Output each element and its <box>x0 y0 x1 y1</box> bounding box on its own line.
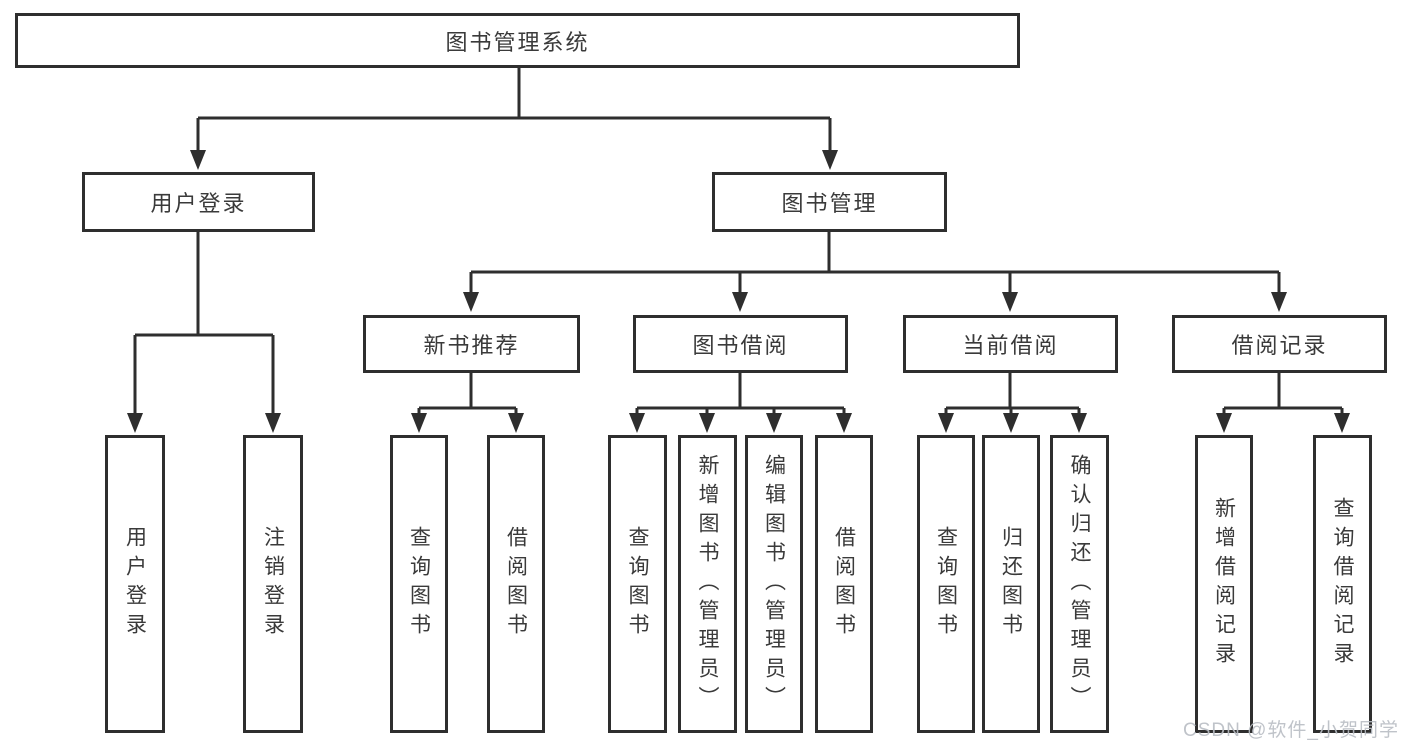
node-book-management-label: 图书管理 <box>781 191 878 216</box>
node-root-label: 图书管理系统 <box>445 29 590 55</box>
node-current-borrow-label: 当前借阅 <box>962 333 1059 358</box>
leaf-borrow-query-books: 查询图书 <box>608 435 667 733</box>
connector-current <box>944 373 1081 417</box>
leaf-recommend-query-books-label: 查询图书 <box>407 526 431 642</box>
node-book-management: 图书管理 <box>712 172 947 232</box>
node-new-book-recommend: 新书推荐 <box>363 315 580 373</box>
node-user-login-label: 用户登录 <box>150 191 247 216</box>
leaf-borrow-books: 借阅图书 <box>815 435 873 733</box>
leaf-borrow-query-books-label: 查询图书 <box>626 526 649 642</box>
connector-root <box>196 67 832 154</box>
leaf-current-query-books: 查询图书 <box>917 435 975 733</box>
node-user-login: 用户登录 <box>82 172 315 232</box>
node-new-book-recommend-label: 新书推荐 <box>423 333 520 358</box>
csdn-watermark: CSDN @软件_小贺同学 <box>1183 720 1399 741</box>
leaf-edit-books-admin-label: 编辑图书（管理员） <box>762 453 786 715</box>
leaf-user-login-label: 用户登录 <box>123 526 147 642</box>
connector-records <box>1222 373 1344 417</box>
leaf-add-books-admin-label: 新增图书（管理员） <box>696 453 719 715</box>
leaf-query-borrow-record: 查询借阅记录 <box>1313 435 1372 733</box>
leaf-recommend-borrow-books: 借阅图书 <box>487 435 545 733</box>
node-borrow-records-label: 借阅记录 <box>1231 333 1328 358</box>
leaf-confirm-return-admin: 确认归还（管理员） <box>1050 435 1109 733</box>
leaf-user-login: 用户登录 <box>105 435 165 733</box>
leaf-borrow-books-label: 借阅图书 <box>832 526 856 642</box>
leaf-add-borrow-record-label: 新增借阅记录 <box>1212 497 1236 671</box>
leaf-edit-books-admin: 编辑图书（管理员） <box>745 435 803 733</box>
connector-recommend <box>417 373 518 417</box>
leaf-return-books: 归还图书 <box>982 435 1040 733</box>
leaf-confirm-return-admin-label: 确认归还（管理员） <box>1068 453 1091 715</box>
leaf-query-borrow-record-label: 查询借阅记录 <box>1331 497 1354 671</box>
leaf-add-borrow-record: 新增借阅记录 <box>1195 435 1253 733</box>
node-current-borrow: 当前借阅 <box>903 315 1118 373</box>
leaf-logout: 注销登录 <box>243 435 303 733</box>
connector-login <box>133 232 275 417</box>
arrowheads <box>127 150 1350 433</box>
node-book-borrow: 图书借阅 <box>633 315 848 373</box>
leaf-return-books-label: 归还图书 <box>999 526 1023 642</box>
leaf-add-books-admin: 新增图书（管理员） <box>678 435 737 733</box>
node-root: 图书管理系统 <box>15 13 1020 68</box>
leaf-recommend-borrow-books-label: 借阅图书 <box>504 526 528 642</box>
node-book-borrow-label: 图书借阅 <box>692 333 789 358</box>
leaf-logout-label: 注销登录 <box>261 526 285 642</box>
leaf-recommend-query-books: 查询图书 <box>390 435 448 733</box>
node-borrow-records: 借阅记录 <box>1172 315 1387 373</box>
connector-borrow <box>635 373 846 417</box>
connector-management <box>469 232 1281 296</box>
leaf-current-query-books-label: 查询图书 <box>934 526 958 642</box>
